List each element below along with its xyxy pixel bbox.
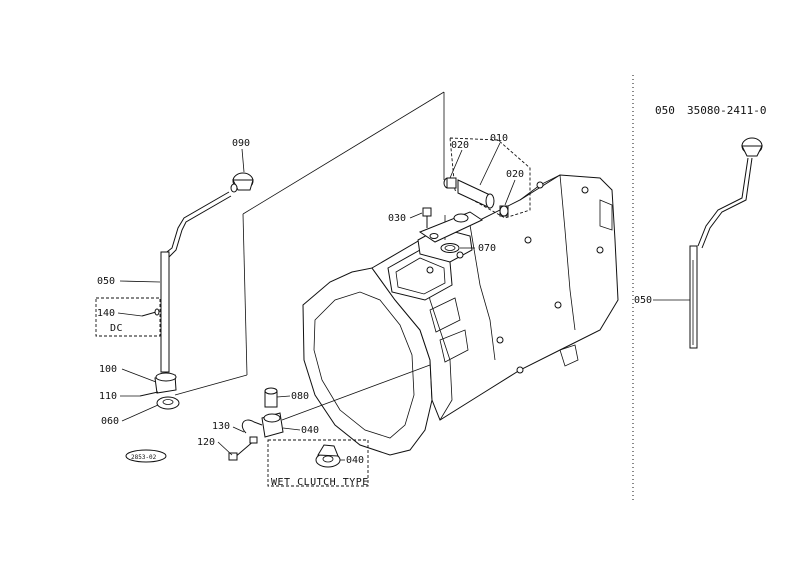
callout-110: 110 [99,391,117,402]
callout-050-right: 050 [634,295,652,306]
dc-box-label: DC [110,323,123,334]
callout-060: 060 [101,416,119,427]
leader-line [242,91,445,215]
callout-040b: 040 [346,455,364,466]
callout-040a: 040 [301,425,319,436]
shift-lever-bracket-group [418,137,531,253]
callout-080: 080 [291,391,309,402]
callout-140: 140 [97,308,115,319]
header-ref-label: 050 [655,104,675,117]
header-part-number: 35080-2411-0 [687,104,766,117]
callout-130: 130 [212,421,230,432]
callout-leaders [117,142,690,461]
callout-100: 100 [99,364,117,375]
callout-020b: 020 [506,169,524,180]
wet-clutch-box-label: WET CLUTCH TYPE [271,477,369,488]
leader-line [281,364,431,421]
callout-030: 030 [388,213,406,224]
stamp-text: 2853-02 [131,454,157,461]
callout-020a: 020 [451,140,469,151]
callout-050-left: 050 [97,276,115,287]
callout-120: 120 [197,437,215,448]
callout-090: 090 [232,138,250,149]
wet-clutch-box [267,439,369,487]
dc-box [95,297,161,337]
lower-lever-parts [228,387,341,468]
callout-010: 010 [490,133,508,144]
shift-lever-assembly [139,172,254,410]
leader-line [174,374,248,396]
leader-line [242,213,248,376]
callout-070: 070 [478,243,496,254]
stamp-oval [125,449,167,463]
right-panel-lever [689,137,763,349]
